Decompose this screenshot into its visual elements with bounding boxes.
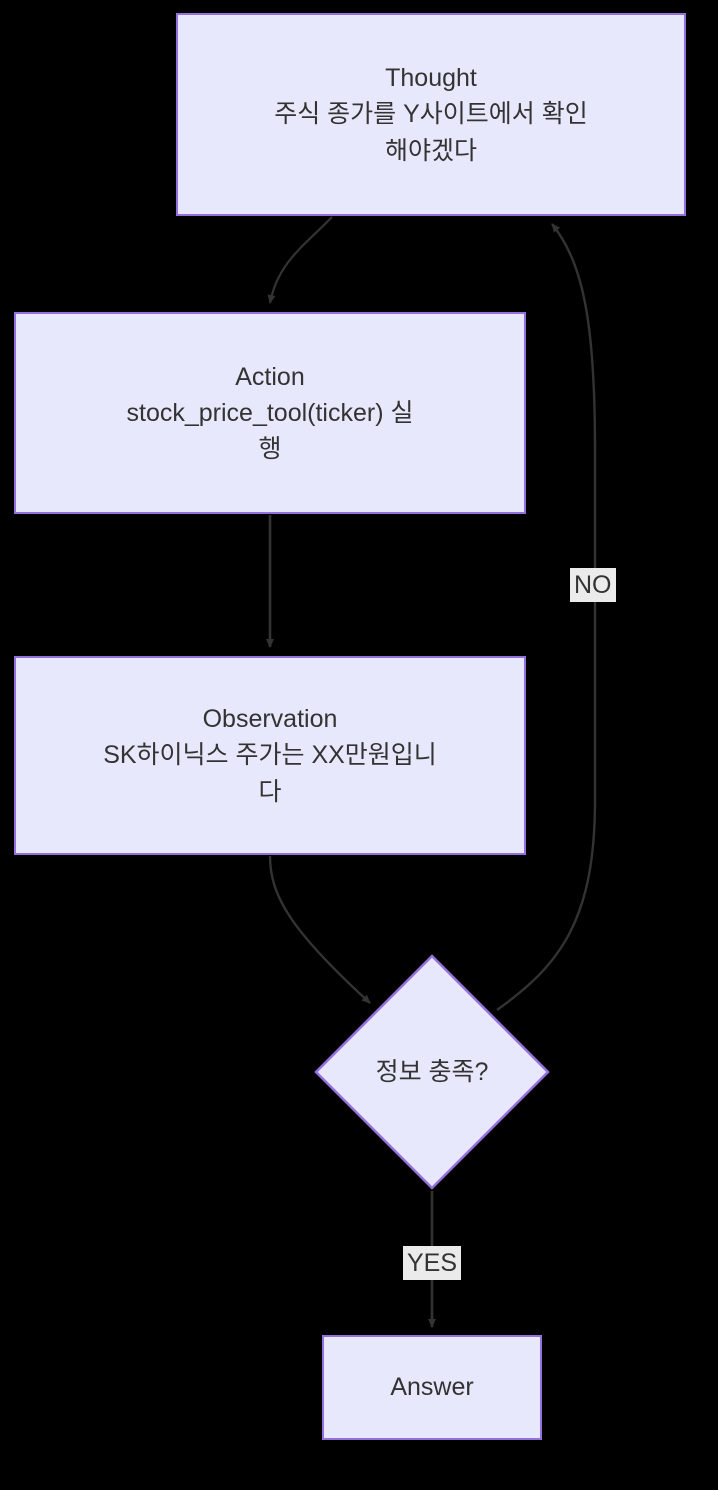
node-action[interactable]: Action stock_price_tool(ticker) 실 행 bbox=[14, 312, 526, 514]
node-answer-label: Answer bbox=[390, 1373, 474, 1402]
edge-label-no: NO bbox=[570, 568, 616, 602]
node-observation[interactable]: Observation SK하이닉스 주가는 XX만원입니 다 bbox=[14, 656, 526, 855]
edge-label-yes: YES bbox=[403, 1246, 462, 1280]
node-answer[interactable]: Answer bbox=[322, 1335, 542, 1440]
node-thought[interactable]: Thought 주식 종가를 Y사이트에서 확인 해야겠다 bbox=[176, 13, 686, 216]
node-action-label: Action stock_price_tool(ticker) 실 행 bbox=[126, 362, 414, 464]
diamond-shape bbox=[314, 954, 550, 1190]
node-decision-label: 정보 충족? bbox=[375, 1057, 489, 1086]
node-thought-label: Thought 주식 종가를 Y사이트에서 확인 해야겠다 bbox=[274, 64, 588, 165]
node-decision-information-sufficient[interactable]: 정보 충족? bbox=[314, 954, 550, 1190]
node-observation-label: Observation SK하이닉스 주가는 XX만원입니 다 bbox=[103, 705, 437, 806]
edge-thought-to-action bbox=[267, 216, 333, 304]
